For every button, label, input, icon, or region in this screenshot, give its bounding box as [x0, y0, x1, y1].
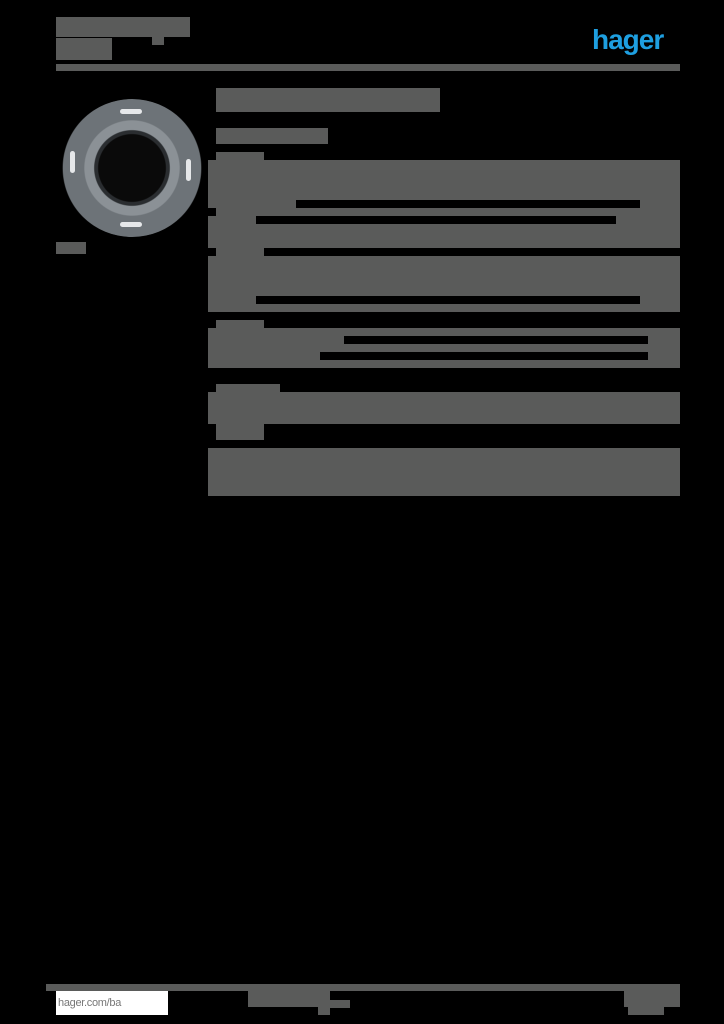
row-divider — [344, 336, 648, 344]
section-heading: [redacted] — [216, 384, 280, 394]
header-title: [redacted] — [56, 17, 190, 37]
header-rule — [56, 64, 680, 71]
row-divider — [320, 352, 648, 360]
spec-table — [208, 448, 680, 496]
mounting-slot-icon — [186, 159, 191, 181]
footer-page-number: [redacted] — [624, 991, 680, 1007]
mounting-slot-icon — [120, 222, 142, 227]
section-heading: [redacted] — [216, 152, 264, 162]
footer-rule — [46, 984, 680, 991]
footer-website-link[interactable]: hager.com/ba — [56, 991, 168, 1015]
header-subtitle: [redacted] — [56, 38, 112, 60]
spec-table — [208, 328, 680, 368]
row-divider — [296, 200, 640, 208]
mounting-slot-icon — [120, 109, 142, 114]
spec-table — [216, 424, 264, 440]
product-image — [62, 99, 202, 237]
row-divider — [208, 208, 216, 216]
footer-page-number — [628, 1007, 664, 1015]
hager-logo: hager — [592, 24, 664, 55]
product-title: [redacted] — [216, 88, 440, 112]
row-divider — [256, 216, 616, 224]
product-image-caption: [redacted] — [56, 242, 86, 254]
mounting-slot-icon — [70, 151, 75, 173]
spec-table — [216, 248, 264, 256]
row-divider — [256, 296, 640, 304]
footer-center-text: [redacted] — [248, 991, 330, 1007]
spec-table — [208, 392, 680, 424]
header-title-descender — [152, 37, 164, 45]
article-number: [redacted] — [216, 128, 328, 144]
section-heading: [redacted] — [216, 320, 264, 330]
footer-center-text — [318, 1000, 350, 1008]
footer-center-text — [318, 1007, 330, 1015]
